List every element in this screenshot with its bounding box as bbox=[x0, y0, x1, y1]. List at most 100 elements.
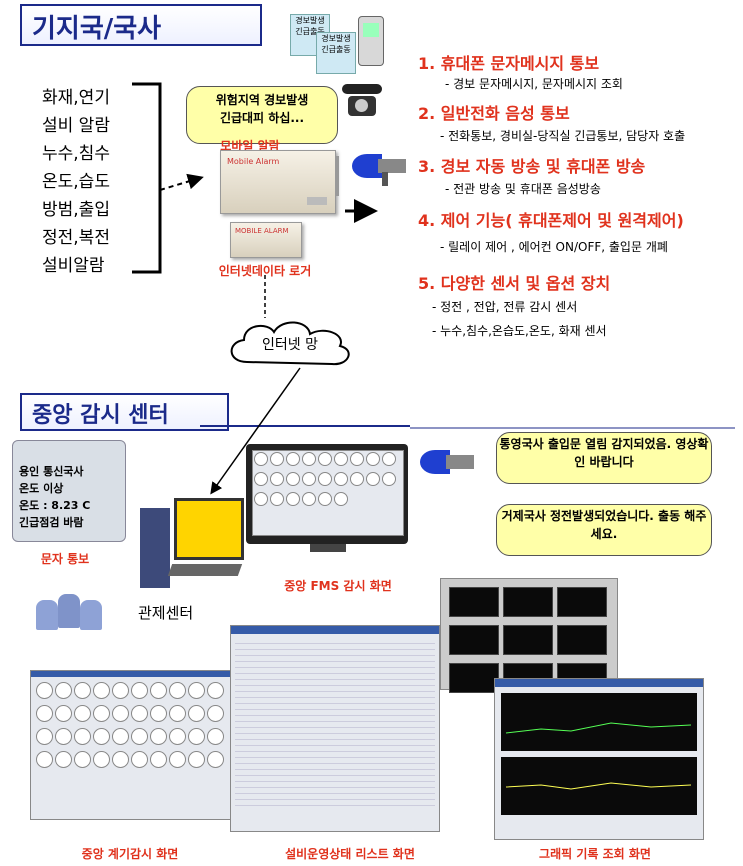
sms-label: 문자 통보 bbox=[40, 552, 90, 566]
gauge-dial-icon bbox=[55, 751, 72, 768]
gauge-dial-icon bbox=[207, 728, 224, 745]
center-header-title: 중앙 감시 센터 bbox=[32, 403, 169, 428]
table-row bbox=[235, 710, 435, 716]
center-header: 중앙 감시 센터 bbox=[20, 393, 229, 431]
gauge-dial-icon bbox=[131, 751, 148, 768]
graph-line bbox=[505, 722, 692, 734]
feature-title: 5. 다양한 센서 및 옵션 장치 bbox=[418, 274, 611, 293]
gauge-dial-icon bbox=[270, 472, 284, 486]
table-row bbox=[235, 668, 435, 674]
gauge-dial-icon bbox=[150, 751, 167, 768]
gauge-dial-icon bbox=[318, 472, 332, 486]
graph-thumb bbox=[557, 625, 607, 655]
cloud-to-center-arrow bbox=[210, 367, 301, 495]
gauge-dial-icon bbox=[36, 751, 53, 768]
bottom-label: 중앙 계기감시 화면 bbox=[81, 847, 179, 861]
gauge-dial-icon bbox=[169, 728, 186, 745]
gauge-dial-icon bbox=[286, 452, 300, 466]
gauge-dial-icon bbox=[150, 728, 167, 745]
gauge-dial-icon bbox=[350, 472, 364, 486]
gauge-dial-icon bbox=[55, 728, 72, 745]
gauge-dial-icon bbox=[302, 472, 316, 486]
table-row bbox=[235, 656, 435, 662]
gauge-dial-icon bbox=[55, 705, 72, 722]
sensor-item: 누수,침수 bbox=[42, 144, 110, 164]
sensor-item: 설비 알람 bbox=[42, 116, 110, 136]
sensor-item: 화재,연기 bbox=[42, 88, 110, 108]
gauge-dial-icon bbox=[150, 682, 167, 699]
feature-desc: - 릴레이 제어 , 에어컨 ON/OFF, 출입문 개폐 bbox=[440, 240, 668, 254]
gauge-dial-icon bbox=[55, 682, 72, 699]
internet-cloud: 인터넷 망 bbox=[222, 318, 358, 370]
feature-desc: - 정전 , 전압, 전류 감시 센서 bbox=[432, 300, 578, 314]
table-row bbox=[235, 728, 435, 734]
table-row bbox=[235, 698, 435, 704]
feature-title: 1. 휴대폰 문자메시지 통보 bbox=[418, 54, 600, 73]
alarm-bubble: 위험지역 경보발생 긴급대피 하십... bbox=[186, 86, 338, 144]
gauge-dial-icon bbox=[286, 472, 300, 486]
mobile-alarm-device: Mobile Alarm bbox=[220, 150, 336, 214]
table-row bbox=[235, 638, 435, 644]
table-row bbox=[235, 764, 435, 770]
sms-line: 온도 이상 bbox=[19, 482, 64, 495]
feature-desc: - 누수,침수,온습도,온도, 화재 센서 bbox=[432, 324, 607, 338]
gauge-dial-icon bbox=[93, 751, 110, 768]
site-header-title: 기지국/국사 bbox=[32, 14, 162, 44]
logger-label: 인터넷데이타 로거 bbox=[218, 264, 312, 278]
gauge-dial-icon bbox=[112, 728, 129, 745]
gauge-dial-icon bbox=[188, 751, 205, 768]
list-screen bbox=[230, 625, 440, 832]
megaphone-icon bbox=[420, 444, 476, 484]
control-center-label: 관제센터 bbox=[138, 604, 194, 622]
gauge-dial-icon bbox=[188, 705, 205, 722]
graph-thumb bbox=[449, 663, 499, 693]
list-rows bbox=[231, 634, 439, 810]
graph-thumb bbox=[503, 625, 553, 655]
table-row bbox=[235, 692, 435, 698]
sensor-item: 온도,습도 bbox=[42, 172, 110, 192]
gauge-dial-icon bbox=[93, 682, 110, 699]
table-row bbox=[235, 794, 435, 800]
gauge-dial-icon bbox=[36, 728, 53, 745]
gauge-dial-icon bbox=[188, 682, 205, 699]
table-row bbox=[235, 704, 435, 710]
cloud-shape bbox=[230, 321, 350, 366]
sensor-item: 방범,출입 bbox=[42, 200, 110, 220]
gauge-dial-icon bbox=[131, 705, 148, 722]
sensor-item: 설비알람 bbox=[42, 256, 105, 276]
sensor-item: 정전,복전 bbox=[42, 228, 110, 248]
center-bubble: 거제국사 정전발생되었습니다. 출동 해주세요. bbox=[496, 504, 712, 556]
gauge-dial-icon bbox=[169, 751, 186, 768]
sms-line: 온도 : 8.23 C bbox=[19, 499, 91, 512]
gauge-dial-icon bbox=[207, 705, 224, 722]
table-row bbox=[235, 746, 435, 752]
sensor-bracket bbox=[132, 82, 162, 274]
gauge-dial-icon bbox=[150, 705, 167, 722]
cellphone-icon bbox=[358, 16, 384, 66]
gauge-dial-icon bbox=[254, 472, 268, 486]
gauge-dial-icon bbox=[112, 705, 129, 722]
gauge-screen bbox=[30, 670, 238, 820]
gauge-dial-icon bbox=[169, 705, 186, 722]
table-row bbox=[235, 722, 435, 728]
bottom-label: 그래픽 기록 조회 화면 bbox=[539, 847, 651, 861]
table-row bbox=[235, 650, 435, 656]
sms-line: 긴급점검 바람 bbox=[19, 516, 84, 529]
table-row bbox=[235, 680, 435, 686]
fms-monitor-screen bbox=[252, 450, 404, 536]
gauge-dial-icon bbox=[93, 705, 110, 722]
table-row bbox=[235, 686, 435, 692]
gauge-dial-icon bbox=[74, 751, 91, 768]
gauge-dial-icon bbox=[131, 728, 148, 745]
feature-title: 2. 일반전화 음성 통보 bbox=[418, 104, 570, 123]
gauge-dial-icon bbox=[286, 492, 300, 506]
desk-phone-icon bbox=[342, 84, 382, 118]
gauge-dial-icon bbox=[302, 452, 316, 466]
gauge-dial-icon bbox=[382, 452, 396, 466]
gauge-dial-icon bbox=[254, 452, 268, 466]
gauge-dial-icon bbox=[334, 472, 348, 486]
gauge-dial-icon bbox=[74, 728, 91, 745]
gauge-dial-icon bbox=[36, 705, 53, 722]
table-row bbox=[235, 662, 435, 668]
